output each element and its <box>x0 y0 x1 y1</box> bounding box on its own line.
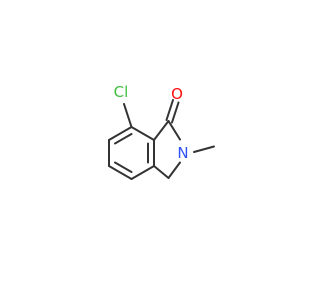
bond-lines <box>108 99 215 180</box>
bond-n-methyl <box>193 145 215 153</box>
bond-c1-o-a <box>165 99 174 121</box>
molecule-canvas: Cl O N <box>108 83 215 180</box>
bond-c4-c5-inner <box>114 161 133 173</box>
atom-labels: Cl O N <box>114 83 189 162</box>
bond-c7-cl <box>123 103 133 128</box>
bond-n-c3 <box>167 161 181 179</box>
bond-c7-c7a <box>130 126 155 141</box>
bond-c6-c7 <box>108 126 133 141</box>
nitrogen-atom-label: N <box>177 144 188 162</box>
bond-c1-n <box>167 120 181 141</box>
bond-c4-c5 <box>108 165 133 180</box>
chlorine-atom-label: Cl <box>114 83 129 101</box>
bond-c1-o-b <box>171 101 180 124</box>
molecule-structure: Cl O N <box>108 83 215 180</box>
bond-c6-c7-inner <box>114 133 133 145</box>
oxygen-atom-label: O <box>171 85 183 103</box>
bond-c7a-c1 <box>153 120 170 141</box>
bond-c3-c3a <box>153 165 170 179</box>
bond-c3a-c4 <box>130 165 155 180</box>
